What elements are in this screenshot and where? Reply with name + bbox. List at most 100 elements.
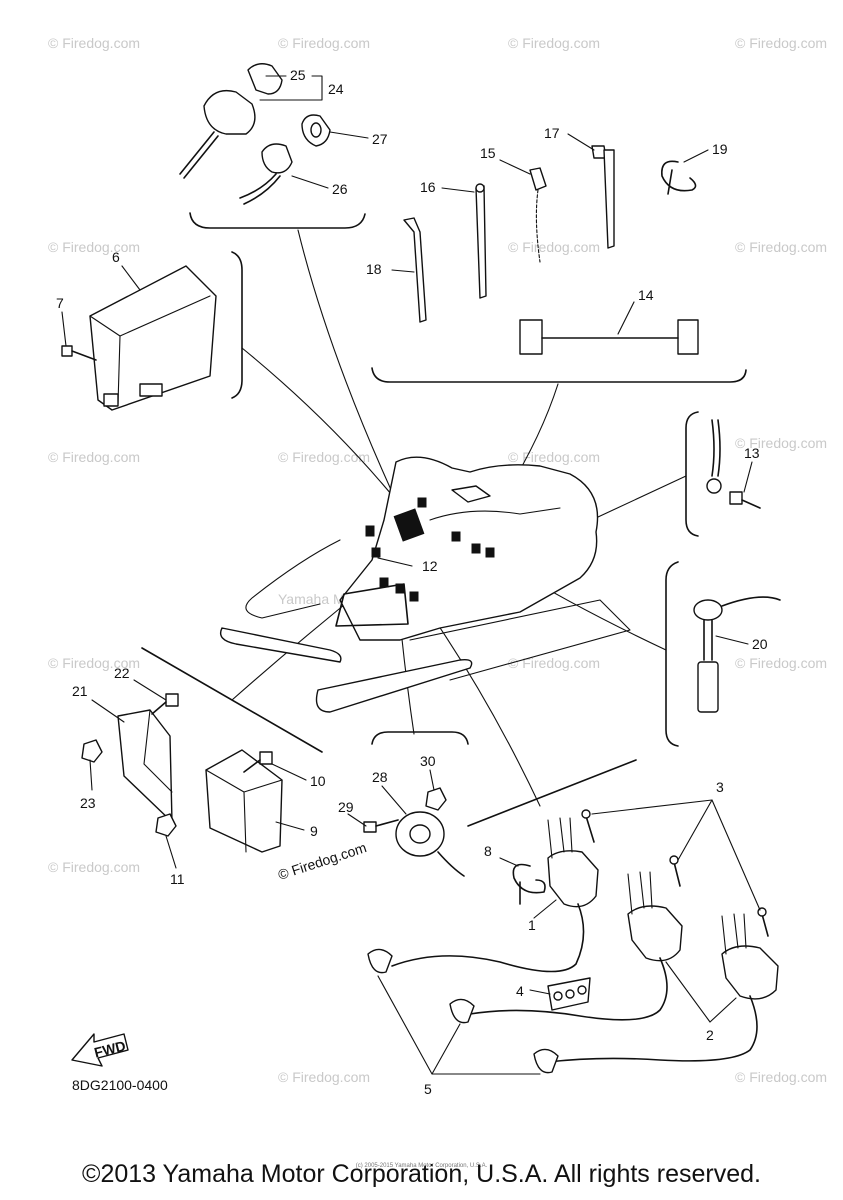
leader: [165, 835, 177, 869]
nut: [81, 739, 103, 763]
switch-knob: [261, 143, 293, 174]
snowmobile-chassis: [219, 456, 631, 713]
callout-29: 29: [338, 799, 354, 815]
clip: [512, 863, 546, 894]
nut: [155, 813, 177, 837]
callout-26: 26: [332, 181, 348, 197]
callout-9: 9: [310, 823, 318, 839]
watermark: © Firedog.com: [508, 239, 600, 255]
leader: [271, 763, 307, 781]
coil-lead: [391, 903, 585, 973]
leader: [377, 557, 413, 567]
part-27-nut: [301, 114, 331, 147]
plug-cap: [533, 1048, 559, 1074]
coil-body: [627, 905, 683, 962]
ecu-box: [89, 265, 217, 411]
callout-13: 13: [744, 445, 760, 461]
leader: [617, 301, 635, 335]
unit-body: [117, 709, 173, 823]
leader: [89, 759, 93, 791]
ecu-connector: [139, 383, 163, 397]
ecu-connector: [103, 393, 119, 407]
tiny-copyright: (c) 2005-2015 Yamaha Motor Corporation, …: [355, 1163, 488, 1169]
watermark: © Firedog.com: [735, 35, 827, 51]
diagram-code: 8DG2100-0400: [72, 1077, 168, 1093]
bolt-shaft: [243, 759, 261, 773]
callout-21: 21: [72, 683, 88, 699]
leader: [377, 975, 541, 1075]
part-21-unit: [117, 709, 173, 823]
switch-stem: [179, 131, 215, 175]
callout-11: 11: [170, 871, 185, 887]
callout-30: 30: [420, 753, 436, 769]
fuse-end: [677, 319, 699, 355]
screw-head: [581, 809, 591, 819]
part-15-clamp: [529, 167, 547, 263]
nut: [425, 787, 447, 811]
screw-head: [669, 855, 679, 865]
band-head: [475, 183, 485, 193]
connector-mark: [365, 525, 375, 537]
nut-hole: [310, 122, 322, 138]
fwd-label: FWD: [92, 1037, 127, 1060]
switch-stem: [183, 135, 219, 179]
watermark: © Firedog.com: [48, 859, 140, 875]
screw: [761, 913, 769, 937]
coil-wires: [627, 871, 653, 915]
lead-wire: [711, 419, 715, 477]
callout-6: 6: [112, 249, 120, 265]
leader: [291, 175, 329, 189]
fwd-arrow: FWD: [71, 1033, 129, 1067]
screw: [585, 815, 595, 843]
part-29-bolt: [363, 819, 399, 833]
watermark: © Firedog.com: [278, 1069, 370, 1085]
sensor-wire: [721, 596, 781, 607]
leader: [347, 813, 367, 827]
callout-labels: 1 2 3 4 5 6 7 8 9 10 11 12 13 14 15 16 1…: [56, 67, 768, 1097]
callout-18: 18: [366, 261, 382, 277]
chassis-edge: [429, 507, 561, 521]
sensor-body: [697, 661, 719, 713]
ecu-edge: [117, 335, 121, 405]
callout-12: 12: [422, 558, 438, 574]
part-2-ignition-coil-b: [547, 913, 779, 1063]
bolt-head: [363, 821, 377, 833]
leader: [429, 769, 435, 791]
part-20-sensor: [693, 596, 781, 713]
callout-8: 8: [484, 843, 492, 859]
part-11-nut: [155, 813, 177, 837]
part-8-clip: [512, 863, 546, 905]
connector-mark: [371, 547, 381, 558]
clip: [661, 160, 697, 192]
leader: [567, 133, 595, 151]
clamp-head: [529, 167, 547, 191]
bracket-coils: [467, 759, 637, 827]
watermark: © Firedog.com: [735, 239, 827, 255]
callout-4: 4: [516, 983, 524, 999]
callout-24: 24: [328, 81, 344, 97]
key: [247, 63, 283, 95]
copyright-footer: ©2013 Yamaha Motor Corporation, U.S.A. A…: [82, 1160, 761, 1188]
part-14-fuse-holder: [519, 319, 699, 355]
ski-left: [219, 627, 342, 663]
part-5-plug-caps: [367, 948, 559, 1074]
watermark: © Firedog.com: [48, 449, 140, 465]
connector-mark: [379, 577, 389, 588]
leader: [441, 187, 475, 193]
leader: [499, 857, 519, 867]
part-4-holder: [547, 977, 591, 1011]
leader: [591, 799, 761, 911]
connector-mark: [409, 591, 419, 602]
inline-watermark: © Firedog.com: [276, 839, 368, 883]
watermark: © Firedog.com: [508, 655, 600, 671]
watermark: © Firedog.com: [48, 655, 140, 671]
switch-wire: [243, 175, 281, 205]
callout-23: 23: [80, 795, 96, 811]
part-10-bolt: [243, 751, 273, 773]
fuse-end: [519, 319, 543, 355]
callout-3: 3: [716, 779, 724, 795]
callout-15: 15: [480, 145, 496, 161]
watermark: © Firedog.com: [735, 435, 827, 451]
bolt-head: [729, 491, 743, 505]
part-6-ecu: [89, 265, 217, 411]
